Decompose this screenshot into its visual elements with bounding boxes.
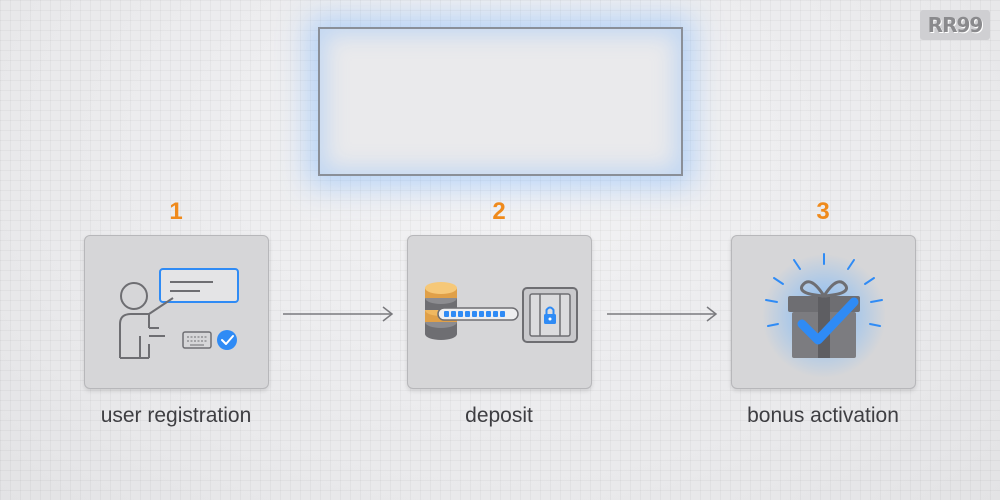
coins-vault-icon: [425, 282, 578, 343]
user-registration-icon: [119, 268, 239, 359]
step-3-number: 3: [816, 198, 830, 225]
step-2-label: deposit: [465, 404, 533, 427]
banner-placeholder: [318, 27, 683, 176]
step-1-number: 1: [169, 198, 183, 225]
arrow-right-icon: [607, 306, 718, 322]
step-1-label: user registration: [100, 404, 252, 427]
brand-logo: RR99: [920, 10, 990, 40]
arrow-right-icon: [283, 306, 394, 322]
step-3-card: [731, 235, 916, 389]
step-3-label: bonus activation: [747, 404, 899, 427]
step-1-card: [84, 235, 269, 389]
gift-checkmark-icon: [762, 253, 886, 378]
step-2-number: 2: [492, 198, 506, 225]
step-2-card: [407, 235, 592, 389]
